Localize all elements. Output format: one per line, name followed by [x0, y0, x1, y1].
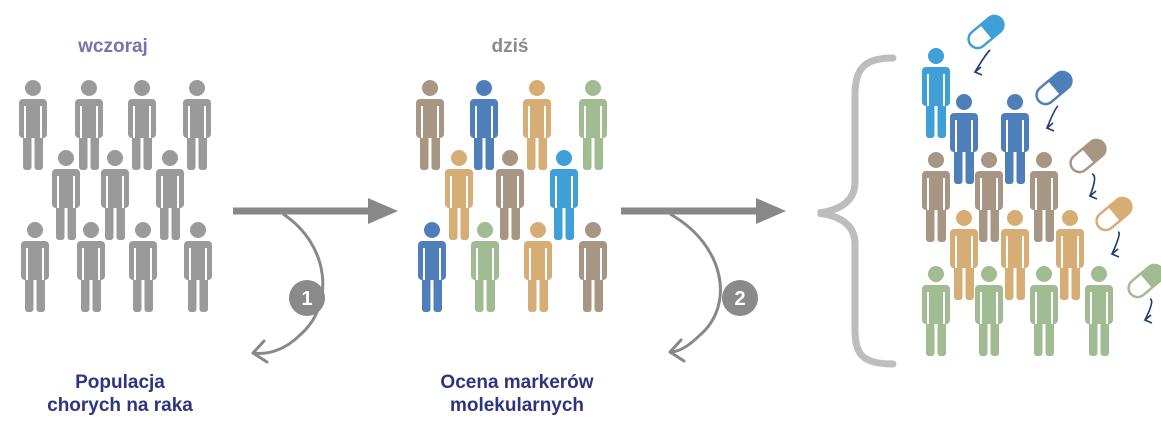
person-stratified [1001, 94, 1029, 184]
person-today [445, 150, 473, 240]
person-yesterday [183, 80, 211, 170]
person-yesterday [19, 80, 47, 170]
person-yesterday [75, 80, 103, 170]
person-stratified [950, 210, 978, 300]
arrow-to-treatment [621, 198, 786, 224]
step-2-badge-number: 2 [734, 288, 745, 310]
person-stratified [1056, 210, 1084, 300]
caption-population: Populacja chorych na raka [0, 371, 240, 417]
person-stratified [922, 152, 950, 242]
pill-icon [967, 14, 1005, 50]
curve-arrow-2 [668, 212, 722, 363]
person-yesterday [128, 80, 156, 170]
person-stratified [1030, 266, 1058, 356]
person-today [416, 80, 444, 170]
person-yesterday [129, 222, 157, 312]
pill-icon [1069, 138, 1107, 174]
caption-markers: Ocena markerów molekularnych [392, 371, 642, 417]
person-stratified [975, 152, 1003, 242]
arrow-to-today [233, 198, 398, 224]
person-today [550, 150, 578, 240]
group-stratified [922, 48, 1113, 356]
step-1-badge-number: 1 [301, 288, 312, 310]
caption-markers-line1: Ocena markerów [440, 372, 594, 393]
person-stratified [922, 266, 950, 356]
pill-arrow [1110, 231, 1120, 258]
pill-arrow [1045, 105, 1059, 132]
caption-markers-line2: molekularnych [449, 395, 585, 416]
pill-icon [1035, 70, 1073, 106]
person-today [523, 80, 551, 170]
person-yesterday [77, 222, 105, 312]
curly-brace [817, 54, 897, 368]
person-today [579, 80, 607, 170]
group-yesterday [19, 80, 212, 312]
label-yesterday: wczoraj [78, 36, 148, 57]
person-today [496, 150, 524, 240]
group-today [416, 80, 607, 312]
person-yesterday [21, 222, 49, 312]
person-yesterday [156, 150, 184, 240]
step-1-badge: 1 [289, 280, 325, 316]
person-stratified [922, 48, 950, 138]
person-yesterday [52, 150, 80, 240]
person-today [579, 222, 607, 312]
step-2-badge: 2 [722, 280, 758, 316]
person-yesterday [101, 150, 129, 240]
person-stratified [950, 94, 978, 184]
person-today [471, 222, 499, 312]
label-today: dziś [491, 36, 529, 57]
pill-arrow [1088, 173, 1098, 200]
person-stratified [1085, 266, 1113, 356]
person-stratified [1030, 152, 1058, 242]
person-today [418, 222, 446, 312]
person-today [470, 80, 498, 170]
caption-population-line1: Populacja [75, 372, 165, 393]
caption-population-line2: chorych na raka [47, 395, 193, 416]
pill-icon [1127, 263, 1161, 299]
pill-arrow [1143, 298, 1153, 324]
pill-arrow [973, 49, 991, 76]
person-stratified [975, 266, 1003, 356]
curve-arrow-1 [251, 212, 325, 364]
person-today [524, 222, 552, 312]
person-yesterday [184, 222, 212, 312]
pill-icon [1095, 196, 1133, 232]
person-stratified [1001, 210, 1029, 300]
